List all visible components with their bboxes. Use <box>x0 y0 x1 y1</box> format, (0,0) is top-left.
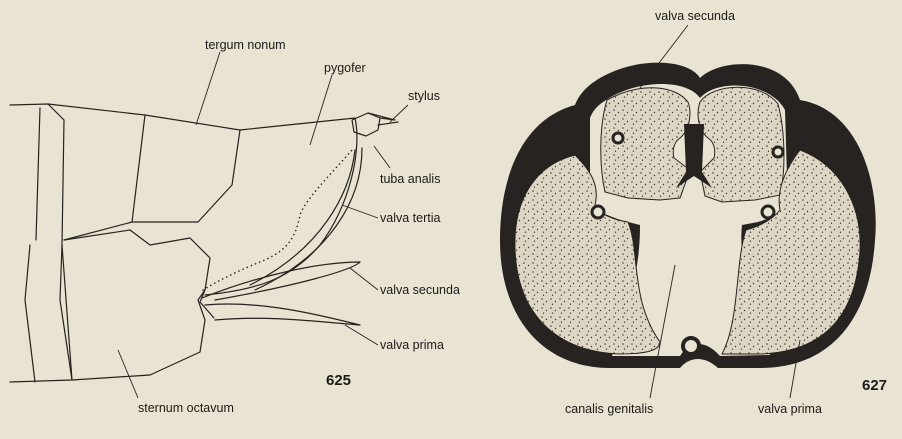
label-tergum-nonum: tergum nonum <box>205 38 286 52</box>
figure-number-625: 625 <box>326 372 351 389</box>
valva-prima-shape <box>205 304 360 325</box>
figure-627-drawing <box>500 63 876 368</box>
label-valva-prima-627: valva prima <box>758 402 822 416</box>
sternum-octavum-plate <box>60 245 205 380</box>
pygofer-inner-dotted <box>200 150 352 292</box>
valva-secunda-shape <box>202 262 360 300</box>
segment-outline <box>25 245 35 382</box>
figure-625-leaders <box>118 52 408 398</box>
valva-tertia-shape <box>250 148 362 290</box>
hook-joint <box>592 206 604 218</box>
ventral-joint <box>683 338 699 354</box>
figure-625-drawing <box>10 104 398 382</box>
label-tuba-analis: tuba analis <box>380 172 440 186</box>
pygofer-outline <box>205 118 357 295</box>
label-valva-tertia: valva tertia <box>380 211 440 225</box>
segment-outline <box>10 104 72 382</box>
label-valva-secunda-627: valva secunda <box>655 9 735 23</box>
tergum-nonum-plate <box>132 115 240 222</box>
label-valva-secunda: valva secunda <box>380 283 460 297</box>
hook-joint <box>613 133 623 143</box>
label-sternum-octavum: sternum octavum <box>138 401 234 415</box>
segment-outline <box>36 108 40 240</box>
label-pygofer: pygofer <box>324 61 366 75</box>
segment-outline <box>64 230 210 300</box>
label-canalis-genitalis: canalis genitalis <box>565 402 653 416</box>
label-valva-prima: valva prima <box>380 338 444 352</box>
label-stylus: stylus <box>408 89 440 103</box>
figure-number-627: 627 <box>862 377 887 394</box>
hook-joint <box>773 147 783 157</box>
hook-joint <box>762 206 774 218</box>
